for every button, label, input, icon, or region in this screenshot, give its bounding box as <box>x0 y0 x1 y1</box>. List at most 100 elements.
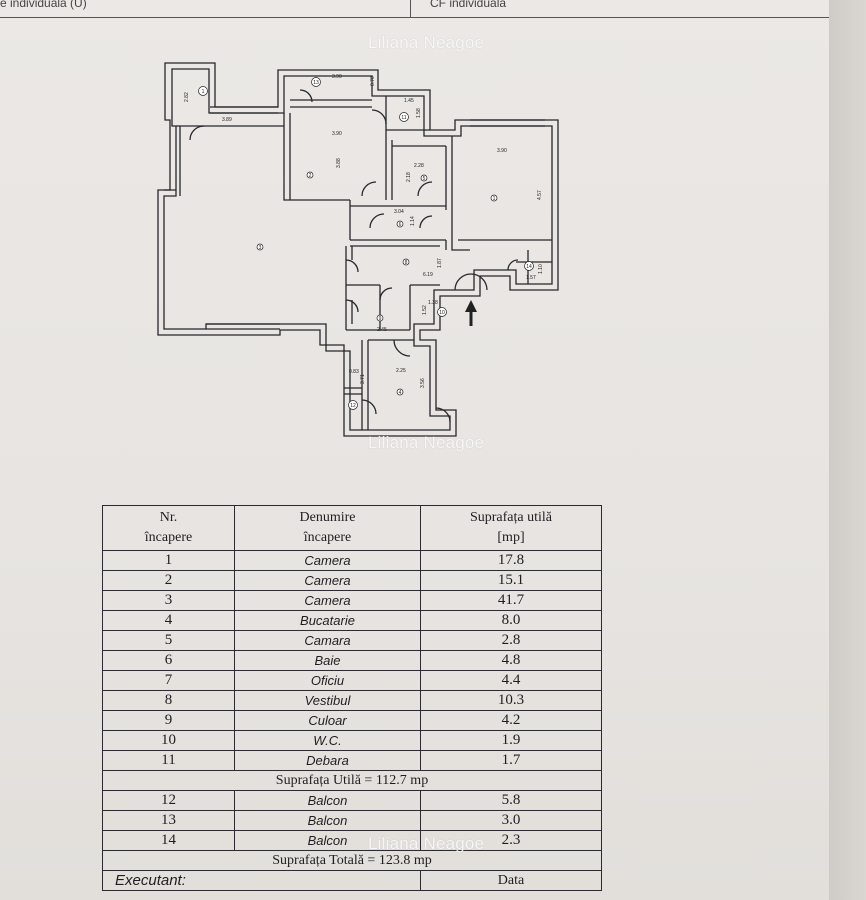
table-cell: 5 <box>102 630 235 651</box>
table-cell: Camera <box>234 570 421 591</box>
svg-text:8: 8 <box>405 260 408 266</box>
svg-text:3.56: 3.56 <box>420 378 426 388</box>
table-cell: 2.8 <box>420 630 602 651</box>
header-strip: e individuala (U) CF individuala <box>0 0 829 18</box>
table-cell: 4.8 <box>420 650 602 671</box>
table-cell: 13 <box>102 810 235 831</box>
table-cell: 1 <box>102 550 235 571</box>
watermark-middle: Liliana Neagoe <box>368 433 485 452</box>
table-cell: 1.9 <box>420 730 602 751</box>
header-divider <box>410 0 411 17</box>
total-row: Suprafața Totală = 123.8 mp <box>102 850 602 871</box>
table-cell: 2 <box>102 570 235 591</box>
svg-text:1.52: 1.52 <box>422 305 428 315</box>
executant-row: Executant: Data <box>102 870 602 891</box>
header-left-text: e individuala (U) <box>0 0 87 10</box>
table-cell: Camera <box>234 590 421 611</box>
svg-text:3.90: 3.90 <box>497 148 507 154</box>
table-cell: 3 <box>102 590 235 611</box>
entrance-arrow-icon <box>465 300 477 326</box>
table-cell: W.C. <box>234 730 421 751</box>
table-cell: 8.0 <box>420 610 602 631</box>
svg-text:10: 10 <box>439 310 445 316</box>
data-label: Data <box>420 870 602 891</box>
svg-text:6.19: 6.19 <box>423 272 433 278</box>
svg-text:6: 6 <box>399 222 402 228</box>
table-cell: 3.0 <box>420 810 602 831</box>
page-edge <box>829 0 866 900</box>
svg-text:0.70: 0.70 <box>370 76 376 86</box>
svg-text:0.83: 0.83 <box>349 369 359 375</box>
table-cell: 1.7 <box>420 750 602 771</box>
svg-text:5: 5 <box>423 176 426 182</box>
table-cell: 4.4 <box>420 670 602 691</box>
subtotal-text: Suprafața Utilă = 112.7 mp <box>102 770 602 791</box>
table-cell: 10.3 <box>420 690 602 711</box>
table-cell: 15.1 <box>420 570 602 591</box>
table-cell: Debara <box>234 750 421 771</box>
total-text: Suprafața Totală = 123.8 mp <box>102 850 602 871</box>
table-cell: 17.8 <box>420 550 602 571</box>
svg-text:3.90: 3.90 <box>332 74 342 80</box>
svg-text:1.38: 1.38 <box>428 300 438 306</box>
svg-text:13: 13 <box>313 80 319 86</box>
svg-text:3.89: 3.89 <box>222 117 232 123</box>
table-cell: Bucatarie <box>234 610 421 631</box>
svg-text:1: 1 <box>493 196 496 202</box>
svg-text:3: 3 <box>259 245 262 251</box>
svg-text:2.18: 2.18 <box>406 172 412 182</box>
svg-text:3.71: 3.71 <box>360 374 366 384</box>
table-cell: 4.2 <box>420 710 602 731</box>
svg-text:1.57: 1.57 <box>526 275 536 281</box>
svg-text:1: 1 <box>202 89 205 95</box>
svg-text:1.45: 1.45 <box>404 98 414 104</box>
svg-text:1.10: 1.10 <box>538 264 544 274</box>
table-cell: 9 <box>102 710 235 731</box>
watermark-bottom: Liliana Neagoe <box>368 834 485 853</box>
table-cell: 5.8 <box>420 790 602 811</box>
svg-text:2.25: 2.25 <box>396 368 406 374</box>
table-cell: 41.7 <box>420 590 602 611</box>
table-cell: 7 <box>102 670 235 691</box>
svg-text:4: 4 <box>399 390 402 396</box>
executant-label: Executant: <box>102 870 421 891</box>
header-right-text: CF individuala <box>430 0 507 10</box>
table-cell: 11 <box>102 750 235 771</box>
table-cell: 6 <box>102 650 235 671</box>
table-cell: Baie <box>234 650 421 671</box>
svg-text:3.88: 3.88 <box>336 158 342 168</box>
table-cell: 14 <box>102 830 235 851</box>
table-cell: 12 <box>102 790 235 811</box>
svg-text:2.28: 2.28 <box>414 163 424 169</box>
table-cell: Camera <box>234 550 421 571</box>
svg-text:2.82: 2.82 <box>184 92 190 102</box>
svg-text:14: 14 <box>526 264 532 270</box>
svg-text:3.04: 3.04 <box>394 209 404 215</box>
svg-text:9: 9 <box>379 316 382 322</box>
svg-text:1.87: 1.87 <box>437 258 443 268</box>
subtotal-row: Suprafața Utilă = 112.7 mp <box>102 770 602 791</box>
svg-text:2.45: 2.45 <box>377 327 387 333</box>
header-area: Suprafața utilă[mp] <box>420 505 602 551</box>
svg-text:1.58: 1.58 <box>416 108 422 118</box>
floor-plan: 3.90 0.70 2.82 3.89 1.45 1.58 3.90 3.88 … <box>157 62 559 437</box>
svg-text:11: 11 <box>401 115 406 121</box>
svg-text:2: 2 <box>309 173 312 179</box>
svg-text:4.57: 4.57 <box>537 190 543 200</box>
table-cell: 4 <box>102 610 235 631</box>
table-cell: Balcon <box>234 810 421 831</box>
table-cell: Vestibul <box>234 690 421 711</box>
